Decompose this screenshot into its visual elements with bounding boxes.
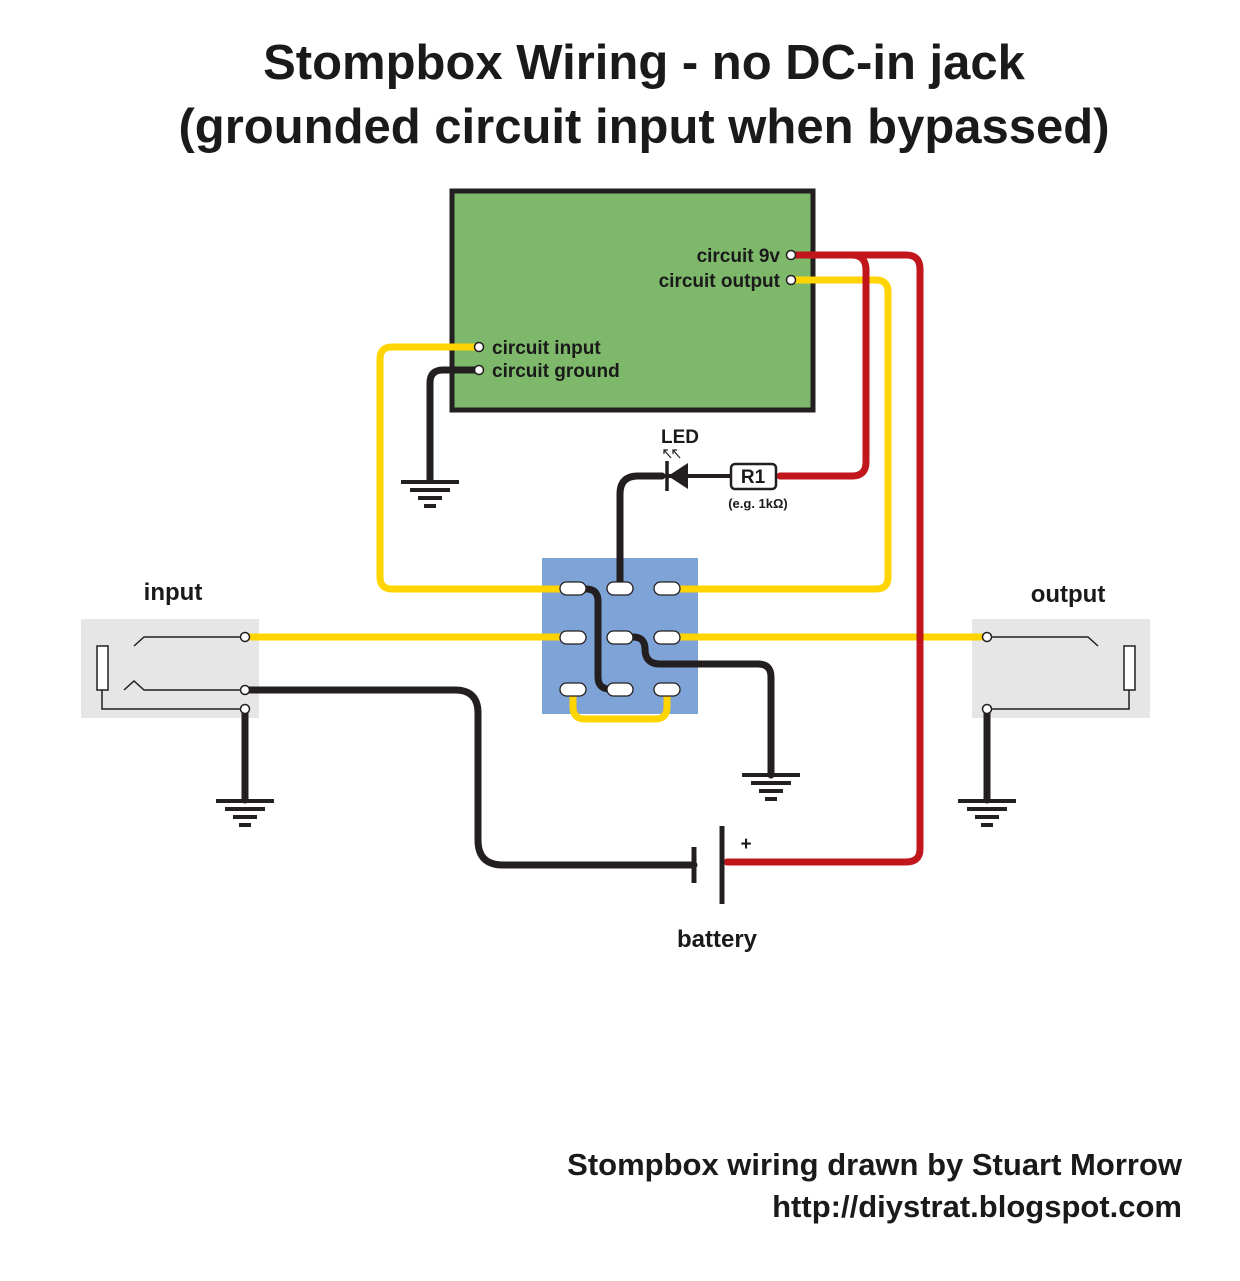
pad-ground: [473, 364, 485, 376]
label-circuit-output: circuit output: [659, 271, 781, 292]
pad-output: [785, 274, 797, 286]
label-battery: battery: [677, 926, 758, 953]
led-symbol: [662, 449, 730, 491]
input-jack: [81, 619, 259, 718]
label-circuit-ground: circuit ground: [492, 361, 620, 382]
credit-line-1: Stompbox wiring drawn by Stuart Morrow: [567, 1147, 1183, 1182]
wire-circuit-ground: [426, 366, 479, 484]
label-led: LED: [661, 427, 699, 448]
circuit-board: [449, 188, 816, 413]
input-jack-switch-lug: [239, 684, 251, 696]
output-jack-sleeve-lug: [981, 703, 993, 715]
wire-switch-to-circuit-input: [376, 343, 577, 593]
pad-input: [473, 341, 485, 353]
ground-symbol-circuit: [401, 480, 459, 508]
wire-9v-to-resistor: [776, 251, 870, 480]
wire-switch-jumper: [569, 685, 671, 723]
wire-9v-to-battery: [723, 251, 924, 866]
label-circuit-9v: circuit 9v: [697, 246, 781, 267]
output-jack: [972, 619, 1150, 718]
footswitch-lugs: [559, 581, 681, 697]
battery-symbol: [691, 826, 725, 904]
wire-switch-to-ground: [616, 633, 775, 779]
output-jack-tip-lug: [981, 631, 993, 643]
label-r1: R1: [741, 467, 766, 488]
connection-points: [239, 249, 993, 715]
wire-switch-to-led: [616, 472, 666, 593]
wire-circuit-output-to-switch: [663, 276, 892, 593]
input-jack-tip-lug: [239, 631, 251, 643]
credit-url: http://diystrat.blogspot.com: [772, 1189, 1182, 1224]
label-output-jack: output: [1031, 581, 1106, 608]
ground-symbol-switch: [742, 773, 800, 801]
wire-jack-to-battery-negative: [241, 686, 698, 869]
label-battery-plus: +: [740, 834, 751, 855]
label-r1-value: (e.g. 1kΩ): [728, 496, 788, 511]
resistor-symbol: [729, 462, 778, 491]
pad-9v: [785, 249, 797, 261]
input-jack-sleeve-lug: [239, 703, 251, 715]
ground-symbol-output-jack: [958, 799, 1016, 827]
label-circuit-input: circuit input: [492, 338, 601, 359]
title-line-2: (grounded circuit input when bypassed): [178, 100, 1109, 154]
title-line-1: Stompbox Wiring - no DC-in jack: [263, 36, 1026, 90]
ground-symbol-input-jack: [216, 799, 274, 827]
label-input-jack: input: [144, 579, 203, 606]
wire-switch-cross: [569, 585, 624, 693]
